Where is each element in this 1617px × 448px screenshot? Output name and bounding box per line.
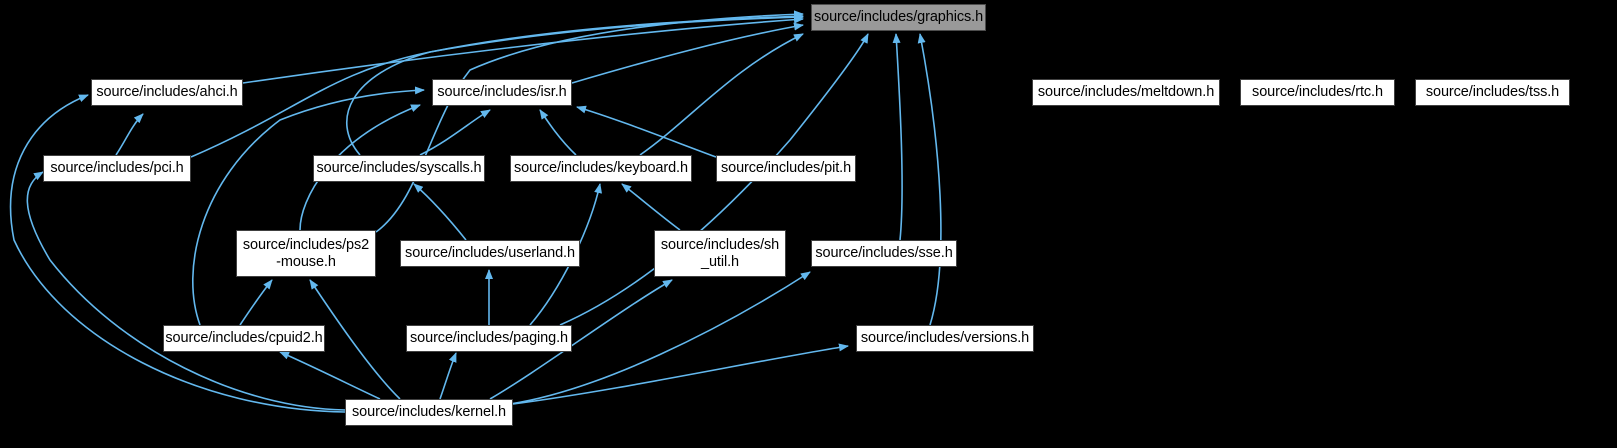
node-kernel[interactable]: source/includes/kernel.h: [345, 399, 513, 426]
edge-kernel-to-versions: [512, 343, 849, 405]
edge-pit-to-isr: [576, 105, 717, 158]
node-label-graphics: source/includes/graphics.h: [813, 9, 984, 25]
node-cpuid2[interactable]: source/includes/cpuid2.h: [163, 325, 325, 352]
edge-versions-to-graphics: [917, 33, 942, 326]
node-versions[interactable]: source/includes/versions.h: [856, 325, 1034, 352]
node-label-kernel: source/includes/kernel.h: [352, 404, 506, 420]
node-isr[interactable]: source/includes/isr.h: [432, 79, 572, 106]
edge-pci-to-ahci: [115, 113, 144, 156]
edge-layer: [9, 10, 942, 413]
node-label-paging: source/includes/paging.h: [409, 330, 568, 346]
node-shutil[interactable]: source/includes/sh _util.h: [654, 230, 786, 277]
node-label-isr: source/includes/isr.h: [437, 84, 567, 100]
node-rtc[interactable]: source/includes/rtc.h: [1240, 79, 1395, 106]
node-label-keyboard: source/includes/keyboard.h: [514, 160, 688, 176]
node-label-versions: source/includes/versions.h: [860, 330, 1030, 346]
node-label-pci: source/includes/pci.h: [50, 160, 184, 176]
node-sse[interactable]: source/includes/sse.h: [811, 240, 957, 267]
edge-kernel-to-ahci: [9, 94, 346, 413]
node-label-rtc: source/includes/rtc.h: [1252, 84, 1383, 100]
node-label-meltdown: source/includes/meltdown.h: [1037, 84, 1215, 100]
node-label-syscalls: source/includes/syscalls.h: [316, 160, 482, 176]
edge-kernel-to-sse: [509, 271, 811, 405]
edge-syscalls-to-isr: [419, 109, 491, 156]
node-label-sse: source/includes/sse.h: [815, 245, 953, 261]
node-label-tss: source/includes/tss.h: [1425, 84, 1560, 100]
edge-cpuid2-to-isr: [192, 86, 425, 326]
edge-kernel-to-cpuid2: [279, 351, 381, 400]
node-label-pit: source/includes/pit.h: [720, 160, 852, 176]
node-label-shutil: source/includes/sh _util.h: [660, 236, 780, 270]
edge-userland-to-syscalls: [413, 183, 467, 241]
edge-shutil-to-keyboard: [621, 183, 681, 231]
node-label-cpuid2: source/includes/cpuid2.h: [165, 330, 323, 346]
edge-sse-to-graphics: [892, 33, 903, 241]
node-pit[interactable]: source/includes/pit.h: [716, 155, 856, 182]
node-graphics[interactable]: source/includes/graphics.h: [811, 4, 986, 31]
node-paging[interactable]: source/includes/paging.h: [406, 325, 572, 352]
edge-keyboard-to-graphics: [639, 33, 804, 156]
edge-kernel-to-shutil: [489, 279, 673, 400]
node-label-ps2mouse: source/includes/ps2 -mouse.h: [242, 236, 370, 270]
node-meltdown[interactable]: source/includes/meltdown.h: [1032, 79, 1220, 106]
edge-syscalls-to-graphics: [345, 12, 804, 156]
node-ps2mouse[interactable]: source/includes/ps2 -mouse.h: [236, 230, 376, 277]
edge-cpuid2-to-ps2mouse: [239, 279, 273, 326]
node-syscalls[interactable]: source/includes/syscalls.h: [313, 155, 485, 182]
node-ahci[interactable]: source/includes/ahci.h: [91, 79, 243, 106]
edge-ahci-to-graphics: [242, 15, 804, 84]
edge-ps2mouse-to-graphics: [375, 10, 804, 233]
node-keyboard[interactable]: source/includes/keyboard.h: [510, 155, 692, 182]
node-tss[interactable]: source/includes/tss.h: [1415, 79, 1570, 106]
edge-isr-to-graphics: [571, 22, 804, 84]
node-label-ahci: source/includes/ahci.h: [96, 84, 238, 100]
edge-kernel-to-pci: [26, 171, 346, 411]
node-userland[interactable]: source/includes/userland.h: [400, 240, 580, 267]
node-pci[interactable]: source/includes/pci.h: [43, 155, 191, 182]
node-label-userland: source/includes/userland.h: [405, 245, 575, 261]
edge-keyboard-to-isr: [539, 109, 577, 156]
edge-kernel-to-paging: [439, 352, 457, 400]
edge-kernel-to-ps2mouse: [309, 279, 401, 400]
